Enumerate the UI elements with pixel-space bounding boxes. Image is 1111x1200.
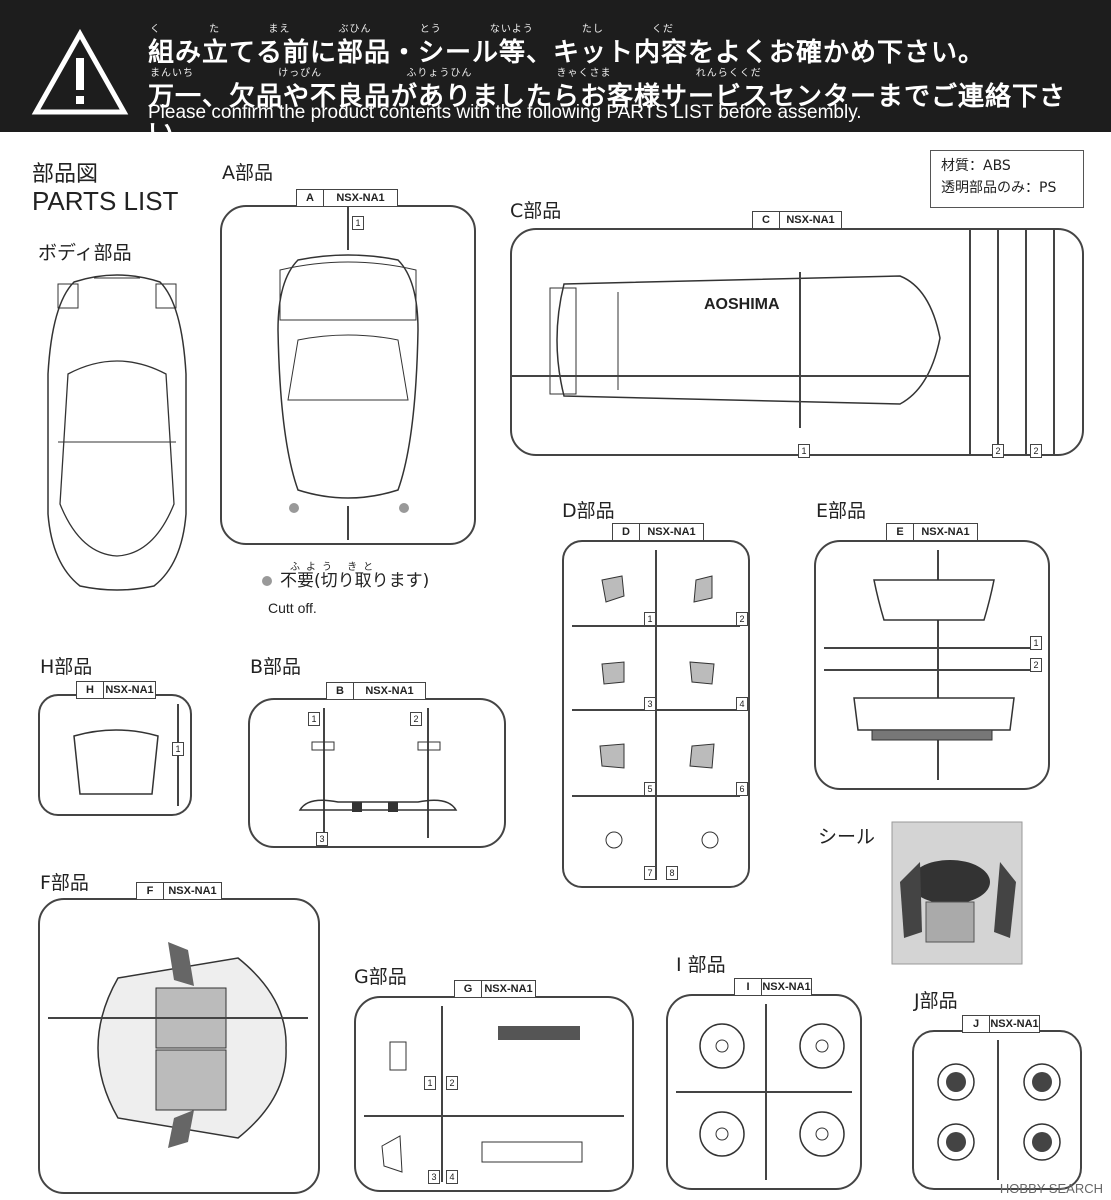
cutoff-english: Cutt off. [268,600,317,616]
sprue-g-model: NSX-NA1 [484,983,533,995]
cutoff-dot-icon [262,576,272,586]
banner-line1: 組み立てる前に部品・シール等、キット内容をよくお確かめ下さい。 [148,38,986,68]
sprue-j-model: NSX-NA1 [990,1018,1039,1030]
chassis-logo: AOSHIMA [704,296,780,313]
material-line2: 透明部品のみ：PS [941,180,1057,196]
num-c2a: 2 [992,444,1004,458]
sprue-e-model: NSX-NA1 [921,526,970,538]
sprue-a-id: A [297,190,324,206]
sprue-f-id: F [137,883,164,899]
sprue-j-id: J [963,1016,990,1032]
sprue-e-id: E [887,524,914,540]
sprue-a-label: A部品 [222,162,273,184]
cutoff-text: 不要(切り取ります) [280,571,430,591]
material-box: 材質：ABS 透明部品のみ：PS [930,150,1084,208]
num-h1: 1 [172,742,184,756]
sprue-g-id: G [455,981,482,997]
sprue-d-tag: D NSX-NA1 [612,523,704,541]
num-b3: 3 [316,832,328,846]
sprue-g-part [364,1006,624,1182]
sprue-h-part [73,704,179,806]
num-g1: 1 [424,1076,436,1090]
sprue-f-model: NSX-NA1 [168,885,217,897]
num-g2: 2 [446,1076,458,1090]
sprue-c-part [510,228,1055,456]
sprue-b-label: B部品 [250,656,302,678]
sticker-sheet [891,821,1023,965]
body-parts-label: ボディ部品 [38,242,132,264]
sprue-f-label: F部品 [40,872,89,894]
warning-triangle-icon [31,28,129,115]
num-d4: 4 [736,697,748,711]
watermark: HOBBY SEARCH [999,1181,1103,1196]
sprue-i-wheels [676,1004,852,1180]
num-d2: 2 [736,612,748,626]
sprue-b-part [298,708,458,838]
sprue-i-id: I [735,979,762,995]
sprue-b-id: B [327,683,354,699]
num-e2: 2 [1030,658,1042,672]
num-b2: 2 [410,712,422,726]
line2-ruby: まんいち けっぴん ふりょうひん きゃくさま れんらくくだ [150,68,762,79]
sprue-a-part [277,206,419,540]
num-d5: 5 [644,782,656,796]
sprue-i-label: I 部品 [676,954,726,976]
num-a1: 1 [352,216,364,230]
sprue-d-model: NSX-NA1 [647,526,696,538]
parts-list-title-en: PARTS LIST [32,186,179,216]
num-d1: 1 [644,612,656,626]
sprue-d-frame [562,540,750,888]
sprue-c-id: C [753,212,780,228]
material-line1: 材質：ABS [941,158,1011,174]
num-g4: 4 [446,1170,458,1184]
cutoff-note: ふよう きと 不要(切り取ります) Cutt off. [262,562,430,616]
sprue-e-frame [814,540,1050,790]
sprue-i-model: NSX-NA1 [762,981,811,993]
sticker-label: シール [818,826,876,848]
sprue-f-tag: F NSX-NA1 [136,882,222,900]
num-c2b: 2 [1030,444,1042,458]
num-d6: 6 [736,782,748,796]
sprue-g-label: G部品 [354,966,407,988]
sprue-f-part [48,942,308,1148]
sprue-e-part [824,550,1040,780]
sprue-b-tag: B NSX-NA1 [326,682,426,700]
sprue-c-tag: C NSX-NA1 [752,211,842,229]
sprue-c-frame [510,228,1084,456]
line1-ruby: く た まえ ぶひん とう ないよう たし くだ [150,24,675,35]
cutoff-ruby: ふよう きと [290,562,380,573]
banner-english: Please confirm the product contents with… [148,102,862,123]
sprue-h-label: H部品 [40,656,93,678]
num-e1: 1 [1030,636,1042,650]
sprue-b-model: NSX-NA1 [365,685,414,697]
sprue-e-label: E部品 [816,500,867,522]
sprue-j-label: J部品 [914,990,958,1012]
sprue-c-label: C部品 [510,200,562,222]
sprue-c-model: NSX-NA1 [786,214,835,226]
body-shell-drawing [47,274,187,591]
parts-list-title-jp: 部品図 [32,162,99,187]
num-b1: 1 [308,712,320,726]
sprue-d-id: D [613,524,640,540]
num-d3: 3 [644,697,656,711]
sprue-h-model: NSX-NA1 [105,684,154,696]
num-c1: 1 [798,444,810,458]
num-d7: 7 [644,866,656,880]
sprue-a-model: NSX-NA1 [336,192,385,204]
num-g3: 3 [428,1170,440,1184]
sprue-j-wheels [937,1040,1061,1180]
banner-line2: 万一、欠品や不良品がありましたらお客様サービスセンターまでご連絡下さい。 [148,82,1067,149]
sprue-d-label: D部品 [562,500,615,522]
sprue-e-tag: E NSX-NA1 [886,523,978,541]
num-d8: 8 [666,866,678,880]
sprue-a-tag: A NSX-NA1 [296,189,398,207]
sprue-d-grid [572,550,740,880]
warning-banner: く た まえ ぶひん とう ないよう たし くだ 組み立てる前に部品・シール等、… [0,0,1111,149]
sprue-h-id: H [77,682,104,698]
